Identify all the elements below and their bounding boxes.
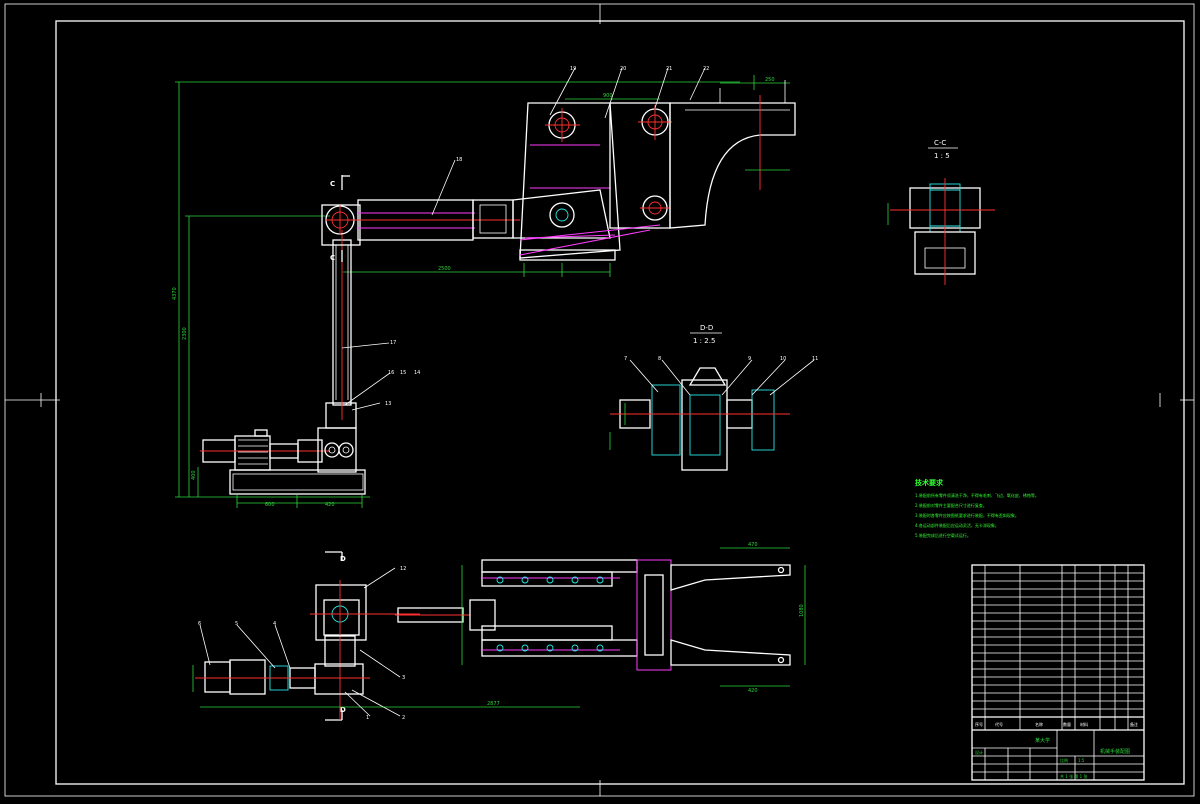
view-label-d-lower: D: [340, 706, 346, 714]
tech-req-title: 技术要求: [915, 478, 944, 487]
tech-req-line-5: 5.装配完成后进行空载试运行。: [915, 532, 971, 538]
plan-leaders: [199, 567, 401, 717]
title-block: 序号 代号 名称 数量 材料 备注 某大学 机械手装配图 设计 比例 1:5 共…: [971, 564, 1145, 781]
section-d-title: D-D: [700, 324, 713, 332]
header-col-code: 代号: [995, 721, 1003, 727]
balloon-22: 22: [703, 66, 709, 72]
balloon-18: 18: [456, 157, 462, 163]
dim-base-w1: 600: [265, 502, 275, 508]
balloon-5: 5: [235, 621, 238, 627]
technical-requirements: 技术要求 1.装配前所有零件须清洗干净，不得有毛刺、飞边、氧化皮、锈蚀等。 2.…: [915, 478, 1039, 538]
balloon-2: 2: [402, 715, 405, 721]
shoulder-joint: [321, 204, 361, 246]
title-block-grid: [972, 730, 1144, 780]
balloon-14: 14: [414, 370, 420, 376]
balloon-17: 17: [390, 340, 396, 346]
inner-frame: [55, 20, 1185, 785]
title-designer: 设计: [975, 749, 983, 755]
elevation-balloon-texts: 19 20 21 22 18 17 16 15 14 13: [385, 66, 709, 407]
vertical-column: [332, 230, 352, 420]
base-motor-assembly: [200, 402, 366, 495]
dim-gripper-bottom: 420: [748, 688, 758, 694]
section-d-scale: 1 : 2.5: [693, 337, 715, 345]
title-sheet: 共 1 张 第 1 张: [1060, 773, 1087, 779]
tech-req-line-3: 3.装配时各零件应按图纸要求进行装配，不得有歪斜现象。: [915, 512, 1019, 518]
balloon-8: 8: [658, 356, 661, 362]
dim-top-b: 250: [765, 77, 775, 83]
dim-arm-reach: 2500: [438, 266, 451, 272]
balloon-16: 16: [388, 370, 394, 376]
gripper-top-view: 470 1080 420: [461, 542, 806, 694]
dim-gripper-top: 470: [748, 542, 758, 548]
elevation-dimensions: [175, 75, 790, 508]
wrist-hook: [669, 80, 796, 229]
view-label-c-upper: C: [330, 180, 335, 188]
balloon-1: 1: [366, 715, 369, 721]
parts-list-header: 序号 代号 名称 数量 材料 备注: [975, 721, 1138, 727]
balloon-6: 6: [198, 621, 201, 627]
section-d-d: D-D 1 : 2.5 7 8 9 10 11: [609, 324, 818, 471]
section-c-c: C-C 1 : 5: [887, 139, 995, 285]
balloon-20: 20: [620, 66, 626, 72]
section-c-title: C-C: [934, 139, 946, 147]
parts-list-grid: [972, 565, 1144, 730]
section-c-scale: 1 : 5: [934, 152, 950, 160]
balloon-11: 11: [812, 356, 818, 362]
tech-req-line-1: 1.装配前所有零件须清洗干净，不得有毛刺、飞边、氧化皮、锈蚀等。: [915, 492, 1039, 498]
title-drawing-name: 机械手装配图: [1100, 748, 1130, 755]
dim-top-a: 900: [603, 93, 613, 99]
view-label-c-lower: C: [330, 254, 335, 262]
balloon-12: 12: [400, 566, 406, 572]
balloon-21: 21: [666, 66, 672, 72]
tech-req-line-4: 4.各运动部件装配后应运动灵活，无卡滞现象。: [915, 522, 999, 528]
dim-overall-height: 4370: [172, 287, 178, 300]
main-elevation-view: 4370 2300 400 600 420 2500 900 250: [172, 66, 796, 508]
balloon-13: 13: [385, 401, 391, 407]
forearm-housing: [519, 102, 672, 261]
title-scale-label: 比例: [1060, 757, 1068, 763]
balloon-19: 19: [570, 66, 576, 72]
dim-column-height: 2300: [182, 327, 188, 340]
header-col-name: 名称: [1035, 721, 1043, 727]
balloon-7: 7: [624, 356, 627, 362]
balloon-3: 3: [402, 675, 405, 681]
section-c-markers: C C: [330, 175, 350, 262]
balloon-4: 4: [273, 621, 276, 627]
plan-d-markers: D D: [325, 551, 346, 721]
header-col-qty: 数量: [1063, 721, 1071, 727]
elevation-dim-texts: 4370 2300 400 600 420 2500 900 250: [172, 77, 775, 508]
balloon-10: 10: [780, 356, 786, 362]
header-col-remark: 备注: [1130, 721, 1138, 727]
dim-base-w2: 420: [325, 502, 335, 508]
dim-plan-length: 2877: [487, 701, 500, 707]
dim-gripper-side: 1080: [799, 604, 805, 617]
center-marks: [5, 4, 1194, 796]
view-label-d-upper: D: [340, 555, 346, 563]
elevation-leaders: [341, 67, 706, 411]
header-col-no: 序号: [975, 721, 983, 727]
gripper-bolts: [496, 576, 604, 652]
title-school: 某大学: [1035, 737, 1050, 744]
tech-req-line-2: 2.装配前对零件主要配合尺寸进行复查。: [915, 502, 987, 508]
plan-view: D D 2877 6 5 4 12 3: [192, 551, 580, 721]
balloon-15: 15: [400, 370, 406, 376]
header-col-material: 材料: [1080, 721, 1088, 727]
section-d-leaders: [629, 359, 815, 396]
title-scale-value: 1:5: [1078, 758, 1085, 763]
balloon-9: 9: [748, 356, 751, 362]
dim-base-height: 400: [191, 470, 197, 480]
upper-arm: [345, 189, 611, 241]
